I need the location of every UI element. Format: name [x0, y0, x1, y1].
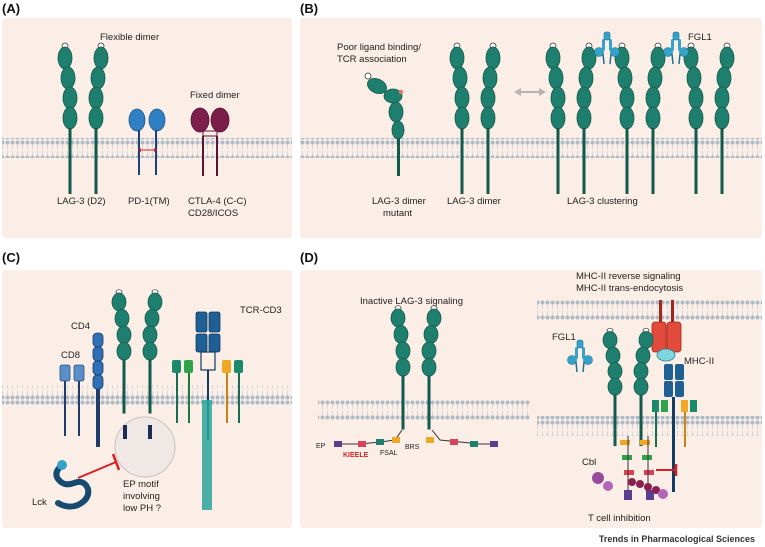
ep-label: EP — [316, 443, 326, 450]
clustering-label: LAG-3 clustering — [567, 196, 638, 207]
mutant-label-1: LAG-3 dimer — [372, 196, 426, 207]
lck-label: Lck — [32, 497, 47, 508]
mutant-label-2: mutant — [383, 208, 412, 219]
panel-b-letter: (B) — [300, 1, 318, 16]
lag3-cytoplasmic-tail — [334, 429, 498, 447]
panel-d: (D) Inactive LAG-3 signaling MHC-II reve… — [300, 250, 762, 528]
inactive-signaling-label: Inactive LAG-3 signaling — [360, 296, 463, 307]
panel-c-membrane — [2, 385, 292, 405]
tcr-association-label: TCR association — [337, 54, 407, 65]
panel-a-membrane — [2, 138, 292, 158]
trans-endocytosis-label: MHC-II trans-endocytosis — [576, 283, 683, 294]
panel-b-background — [300, 18, 762, 238]
fixed-dimer-label: Fixed dimer — [190, 90, 240, 101]
pd1-tm-label: PD-1(TM) — [128, 196, 170, 207]
panel-d-membrane-left — [318, 400, 530, 420]
ep-motif-label-3: low PH ? — [123, 503, 161, 514]
equilibrium-arrow — [514, 88, 546, 96]
mhc2-dimer — [651, 300, 682, 362]
pd1-dimer — [128, 108, 166, 175]
flexible-dimer-label: Flexible dimer — [100, 32, 159, 43]
cbl-label: Cbl — [582, 457, 596, 468]
inhibition-mark-c — [77, 453, 121, 479]
ep-motif-label-1: EP motif — [123, 479, 159, 490]
cbl-ubiquitin-chain — [592, 472, 668, 499]
cd8-label: CD8 — [61, 350, 80, 361]
panel-b-membrane — [300, 138, 762, 158]
cd4-label: CD4 — [71, 321, 90, 332]
cd8-coreceptor — [59, 364, 85, 436]
journal-credit: Trends in Pharmacological Sciences — [598, 534, 755, 544]
lag3-dimer-mutant — [364, 72, 405, 176]
panel-a: (A) Flexible dimer Fixed dimer LAG-3 (D2… — [2, 1, 292, 238]
fgl1-label-b: FGL1 — [688, 32, 712, 43]
tcr-cd3-complex — [172, 311, 243, 510]
lag3-signaling-tail — [620, 436, 678, 500]
mhc2-label: MHC-II — [684, 356, 714, 367]
tcr-cd3-label: TCR-CD3 — [240, 305, 282, 316]
tcr-cd3-right — [652, 364, 697, 492]
ctla4-dimer — [190, 107, 230, 176]
dimer-label: LAG-3 dimer — [447, 196, 501, 207]
ctla4-label: CTLA-4 (C-C) — [188, 196, 247, 207]
reverse-signaling-label: MHC-II reverse signaling — [576, 271, 681, 282]
panel-d-membrane-right — [537, 416, 762, 436]
panel-c-letter: (C) — [2, 250, 20, 265]
kieele-label: KIEELE — [343, 452, 369, 459]
cd4-coreceptor — [92, 332, 104, 447]
cd28-icos-label: CD28/ICOS — [188, 208, 238, 219]
lag3-d2-label: LAG-3 (D2) — [57, 196, 106, 207]
ep-motif-label-2: involving — [123, 491, 160, 502]
fsal-label: FSAL — [380, 450, 398, 457]
fgl1-label-d: FGL1 — [552, 332, 576, 343]
poor-binding-label: Poor ligand binding/ — [337, 42, 421, 53]
t-cell-inhibition-label: T cell inhibition — [588, 513, 651, 524]
ep-motif-region — [114, 416, 176, 478]
panel-a-letter: (A) — [2, 1, 20, 16]
panel-b: (B) Poor ligand binding/ TCR association… — [300, 1, 762, 238]
brs-label: BRS — [405, 444, 420, 451]
panel-c: (C) CD8 CD4 TCR-CD3 — [2, 250, 292, 528]
panel-d-letter: (D) — [300, 250, 318, 265]
panel-d-membrane-top — [537, 300, 762, 320]
lck-kinase — [53, 460, 92, 510]
